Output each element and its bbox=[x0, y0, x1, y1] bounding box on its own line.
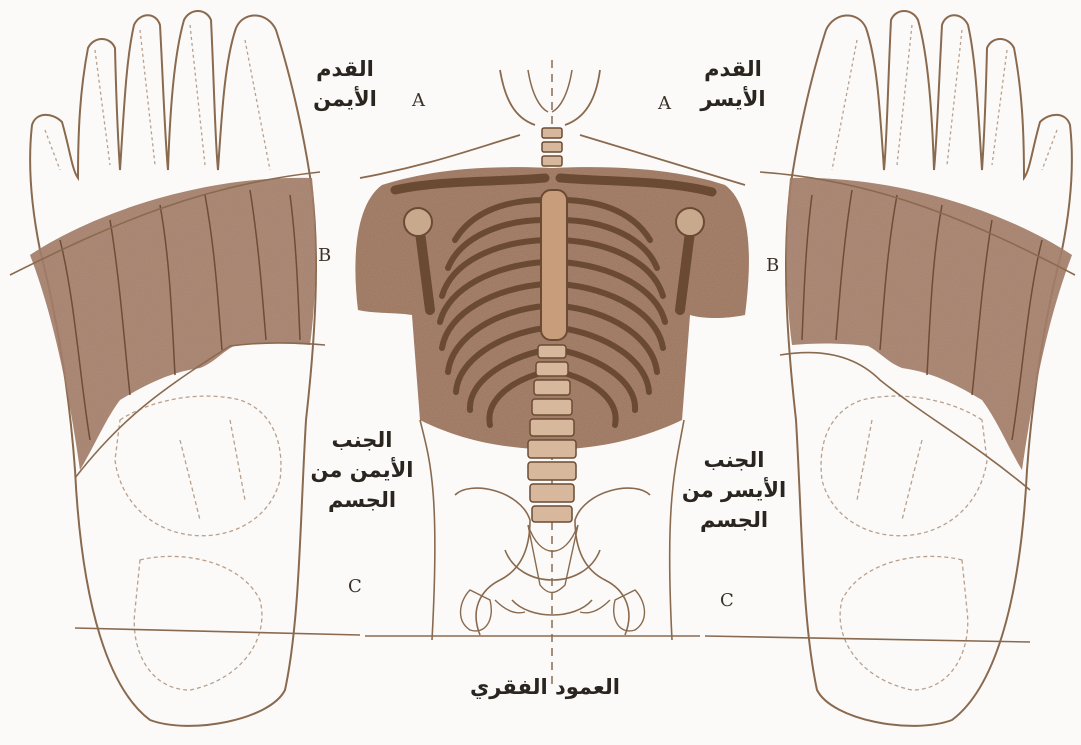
right-side-label: الجنب الأيمن من الجسم bbox=[306, 425, 418, 515]
right-foot-label: القدم الأيمن bbox=[302, 54, 388, 114]
left-foot-label: القدم الأيسر bbox=[690, 54, 776, 114]
torso-drawing bbox=[355, 60, 749, 690]
left-side-label: الجنب الأيسر من الجسم bbox=[678, 445, 790, 535]
right-foot-drawing bbox=[30, 11, 316, 726]
zone-a-left: A bbox=[658, 93, 671, 114]
zone-a-right: A bbox=[412, 90, 425, 111]
zone-c-left: C bbox=[720, 590, 734, 611]
zone-c-right: C bbox=[348, 576, 362, 597]
left-foot-drawing bbox=[786, 11, 1072, 726]
zone-b-right: B bbox=[318, 245, 331, 266]
zone-b-left: B bbox=[766, 255, 779, 276]
spine-label: العمود الفقري bbox=[455, 672, 635, 702]
